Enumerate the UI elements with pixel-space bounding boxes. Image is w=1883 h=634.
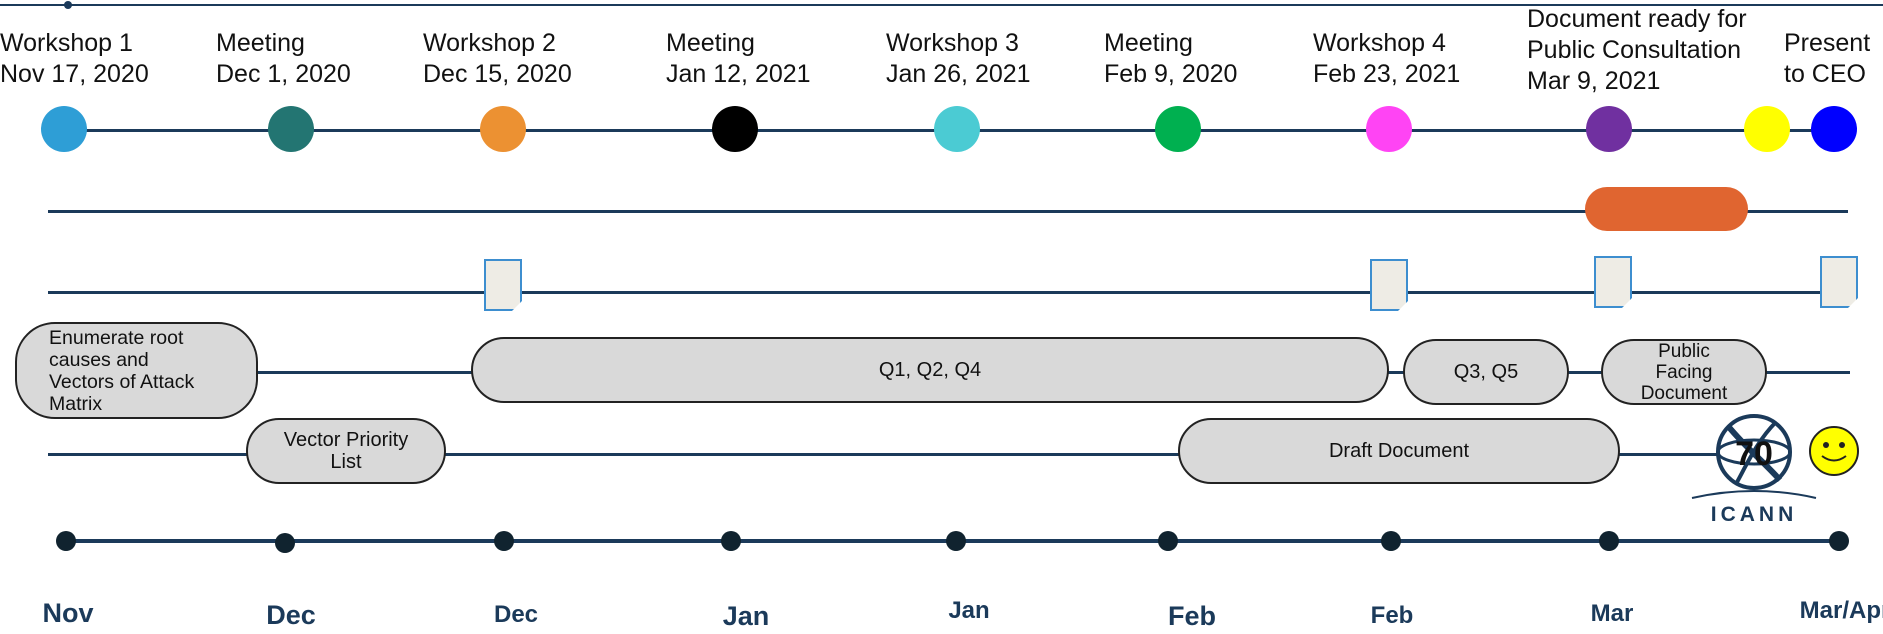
- month-label: Dec: [493, 601, 539, 628]
- axis-tick: [1158, 531, 1178, 551]
- axis-tick: [1599, 531, 1619, 551]
- axis-tick: [946, 531, 966, 551]
- month-label: Nov: [42, 598, 94, 628]
- task-draft-document: Draft Document: [1178, 418, 1620, 484]
- milestone-dot: [41, 106, 87, 152]
- document-icon: [1594, 256, 1632, 308]
- document-icon: [484, 259, 522, 311]
- axis-tick: [1381, 531, 1401, 551]
- document-icon: [1820, 256, 1858, 308]
- task-public-facing-document: Public Facing Document: [1601, 339, 1767, 405]
- milestone-dot: [1586, 106, 1632, 152]
- milestone-dot: [1744, 106, 1790, 152]
- milestone-dot: [1155, 106, 1201, 152]
- milestone-dot: [1366, 106, 1412, 152]
- month-label: Mar: [1590, 600, 1634, 627]
- task-vector-priority-list: Vector Priority List: [246, 418, 446, 484]
- axis-tick: [56, 531, 76, 551]
- task-q1-q2-q4: Q1, Q2, Q4: [471, 337, 1389, 403]
- consultation-track: [48, 210, 1848, 213]
- milestone-dot: [480, 106, 526, 152]
- month-label: Jan: [722, 601, 770, 631]
- month-label: Mar/Apr: [1799, 597, 1883, 624]
- icann-logo: 70 ICANN: [1691, 414, 1817, 525]
- month-label: Feb: [1370, 602, 1414, 629]
- document-icon: [1370, 259, 1408, 311]
- task-q3-q5: Q3, Q5: [1403, 339, 1569, 405]
- axis-tick: [1829, 531, 1849, 551]
- axis-tick: [494, 531, 514, 551]
- icann-anniversary-badge: 70: [1735, 435, 1773, 473]
- milestone-dot: [268, 106, 314, 152]
- top-rule-marker: [64, 1, 72, 9]
- milestone-dot: [712, 106, 758, 152]
- milestone-label: Present to CEO: [1784, 29, 1871, 88]
- milestone-dot: [1811, 106, 1857, 152]
- smiley-icon: [1809, 426, 1859, 476]
- public-consultation-bar: [1585, 187, 1748, 231]
- axis-tick: [275, 533, 295, 553]
- milestone-dot: [934, 106, 980, 152]
- month-label: Feb: [1167, 601, 1217, 631]
- month-label: Jan: [948, 597, 990, 624]
- month-label: Dec: [266, 600, 316, 630]
- axis-tick: [721, 531, 741, 551]
- task-root-causes: Enumerate root causes and Vectors of Att…: [15, 322, 258, 419]
- document-track: [48, 291, 1848, 294]
- icann-wordmark: ICANN: [1711, 503, 1798, 525]
- top-rule: [0, 4, 1883, 6]
- task-track: [48, 453, 1728, 456]
